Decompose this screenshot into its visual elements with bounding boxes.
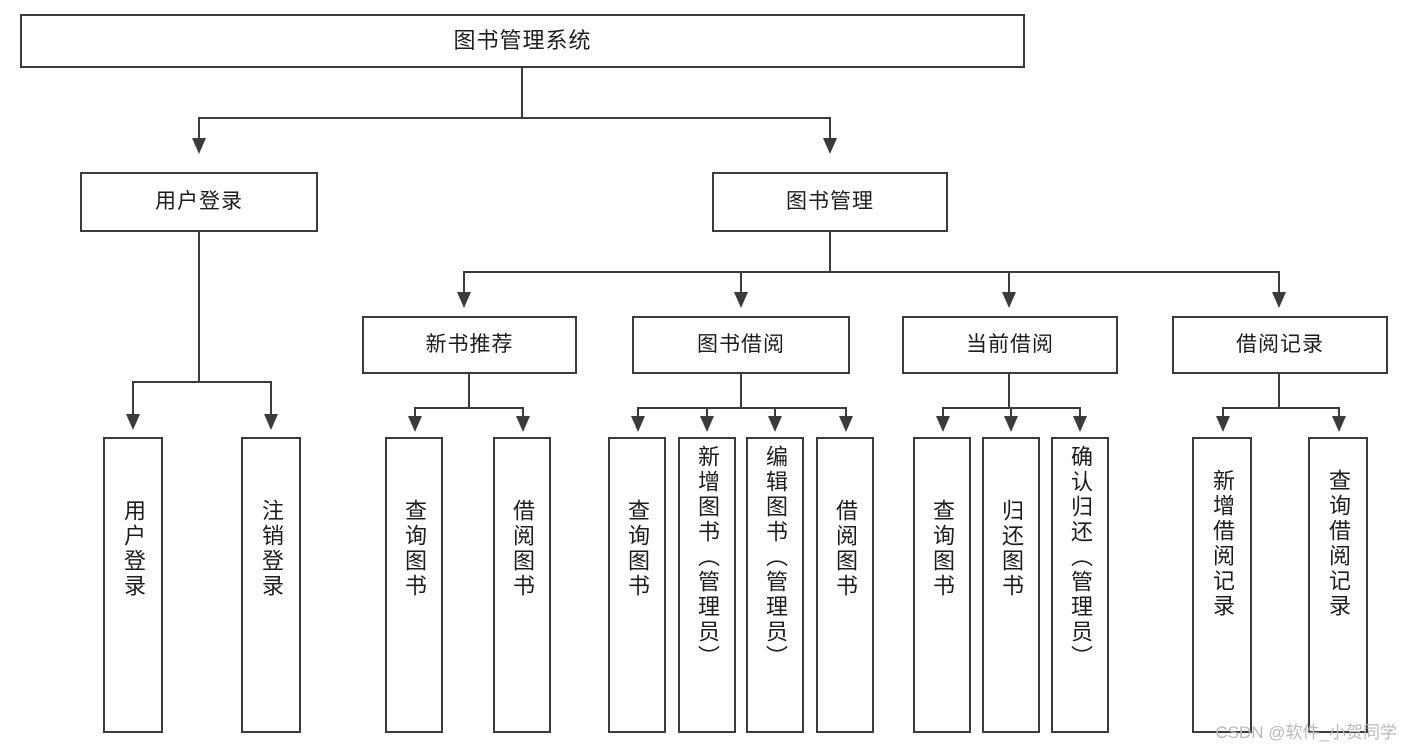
connector-root-to-user-login	[198, 117, 200, 141]
leaf-borrow-add-book-admin[interactable]: 新增图书（管理员）	[678, 437, 736, 733]
connector-root-to-book-management	[829, 117, 831, 141]
arrowhead-bo-leaf-2	[700, 416, 714, 432]
connector-bm-to-borrow	[740, 271, 742, 295]
node-label: 编辑图书（管理员）	[763, 445, 788, 670]
node-current-borrow[interactable]: 当前借阅	[902, 316, 1118, 374]
connector-borrow-stem	[740, 374, 742, 408]
node-book-management[interactable]: 图书管理	[712, 172, 948, 232]
node-new-book-recommend[interactable]: 新书推荐	[362, 316, 577, 374]
node-label: 图书借阅	[697, 332, 785, 356]
arrowhead-re-leaf-2	[1332, 416, 1346, 432]
node-label: 新增借阅记录	[1210, 469, 1235, 619]
node-label: 确认归还（管理员）	[1068, 445, 1093, 670]
connector-new-book-to-leaf-2	[522, 407, 524, 419]
leaf-logout[interactable]: 注销登录	[241, 437, 301, 733]
leaf-records-add-record[interactable]: 新增借阅记录	[1192, 437, 1252, 733]
connector-current-to-leaf-1	[942, 407, 944, 419]
connector-new-book-to-leaf-1	[414, 407, 416, 419]
connector-bm-to-new-book	[463, 271, 465, 295]
node-root-book-management-system[interactable]: 图书管理系统	[20, 14, 1025, 68]
node-borrow-records[interactable]: 借阅记录	[1172, 316, 1388, 374]
arrowhead-leaf-logout	[264, 414, 278, 430]
node-label: 借阅记录	[1236, 332, 1324, 356]
arrowhead-cu-leaf-1	[936, 416, 950, 432]
connector-borrow-to-leaf-2	[706, 407, 708, 419]
node-label: 注销登录	[259, 499, 284, 599]
connector-bm-to-current	[1008, 271, 1010, 295]
leaf-new-book-borrow[interactable]: 借阅图书	[493, 437, 551, 733]
node-label: 查询图书	[402, 499, 427, 599]
node-label: 新增图书（管理员）	[695, 445, 720, 670]
leaf-user-login[interactable]: 用户登录	[103, 437, 163, 733]
node-label: 归还图书	[999, 499, 1024, 599]
connector-user-login-stem	[198, 232, 200, 382]
connector-current-stem	[1008, 374, 1010, 408]
node-label: 图书管理系统	[453, 28, 592, 54]
leaf-borrow-query-book[interactable]: 查询图书	[608, 437, 666, 733]
connector-new-book-bus	[414, 407, 524, 409]
connector-new-book-stem	[468, 374, 470, 408]
connector-borrow-to-leaf-1	[637, 407, 639, 419]
arrowhead-leaf-user-login	[126, 414, 140, 430]
node-book-borrow[interactable]: 图书借阅	[632, 316, 850, 374]
leaf-current-query-book[interactable]: 查询图书	[913, 437, 971, 733]
arrowhead-bo-leaf-3	[768, 416, 782, 432]
csdn-watermark: CSDN @软件_小贺同学	[1215, 723, 1397, 742]
leaf-current-confirm-return-admin[interactable]: 确认归还（管理员）	[1051, 437, 1109, 733]
connector-current-to-leaf-3	[1079, 407, 1081, 419]
leaf-borrow-edit-book-admin[interactable]: 编辑图书（管理员）	[746, 437, 804, 733]
connector-root-bus	[198, 117, 830, 119]
connector-borrow-to-leaf-4	[845, 407, 847, 419]
node-label: 当前借阅	[966, 332, 1054, 356]
leaf-new-book-query[interactable]: 查询图书	[385, 437, 443, 733]
arrowhead-records	[1272, 292, 1286, 308]
arrowhead-nb-leaf-2	[516, 416, 530, 432]
node-label: 借阅图书	[510, 499, 535, 599]
node-label: 查询借阅记录	[1326, 469, 1351, 619]
connector-records-to-leaf-2	[1338, 407, 1340, 419]
connector-book-management-bus	[463, 271, 1279, 273]
connector-records-stem	[1278, 374, 1280, 408]
arrowhead-bo-leaf-4	[839, 416, 853, 432]
arrowhead-current	[1002, 292, 1016, 308]
leaf-borrow-borrow-book[interactable]: 借阅图书	[816, 437, 874, 733]
arrowhead-new-book	[457, 292, 471, 308]
leaf-current-return-book[interactable]: 归还图书	[982, 437, 1040, 733]
node-label: 查询图书	[930, 499, 955, 599]
node-user-login[interactable]: 用户登录	[80, 172, 318, 232]
connector-records-bus	[1222, 407, 1340, 409]
connector-borrow-bus	[637, 407, 847, 409]
arrowhead-borrow	[734, 292, 748, 308]
connector-records-to-leaf-1	[1222, 407, 1224, 419]
arrowhead-user-login	[192, 138, 206, 154]
arrowhead-cu-leaf-3	[1073, 416, 1087, 432]
node-label: 新书推荐	[425, 332, 514, 356]
connector-bm-to-records	[1278, 271, 1280, 295]
arrowhead-book-management	[823, 138, 837, 154]
connector-user-login-to-leaf-1	[132, 381, 134, 417]
arrowhead-re-leaf-1	[1216, 416, 1230, 432]
connector-borrow-to-leaf-3	[774, 407, 776, 419]
node-label: 图书管理	[786, 189, 874, 213]
connector-current-to-leaf-2	[1010, 407, 1012, 419]
connector-root-stem	[521, 68, 523, 118]
node-label: 查询图书	[625, 499, 650, 599]
connector-user-login-bus	[132, 381, 272, 383]
node-label: 用户登录	[155, 189, 243, 213]
arrowhead-cu-leaf-2	[1004, 416, 1018, 432]
leaf-records-query-record[interactable]: 查询借阅记录	[1308, 437, 1368, 733]
node-label: 用户登录	[121, 499, 146, 599]
node-label: 借阅图书	[833, 499, 858, 599]
arrowhead-bo-leaf-1	[631, 416, 645, 432]
connector-user-login-to-leaf-2	[270, 381, 272, 417]
arrowhead-nb-leaf-1	[408, 416, 422, 432]
connector-book-management-stem	[829, 232, 831, 272]
